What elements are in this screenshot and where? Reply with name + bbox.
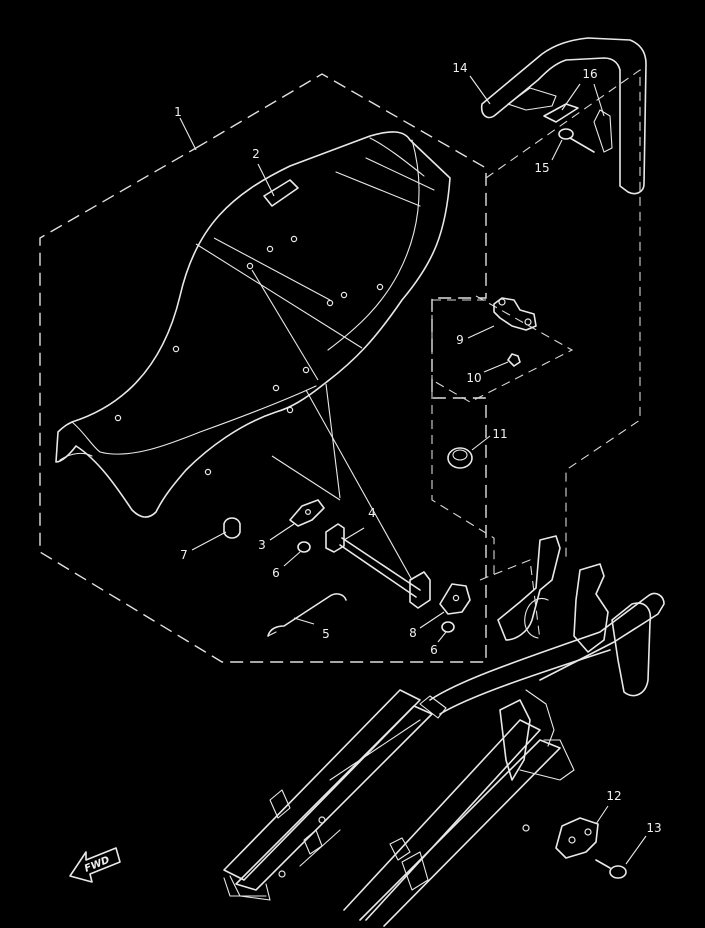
seat-lock-part (493, 297, 537, 331)
callout-labels: 1 2 3 4 5 6 6 7 8 9 10 11 12 13 14 15 16 (174, 61, 661, 835)
assembly-boundary (39, 68, 641, 663)
callout-9: 9 (456, 333, 464, 347)
callout-4: 4 (368, 506, 376, 520)
seat-damper-part (223, 517, 241, 539)
seat (55, 131, 451, 581)
stay-part (555, 817, 599, 859)
nut-part (507, 353, 521, 367)
callout-12: 12 (606, 789, 621, 803)
seat-catch-part (439, 583, 471, 615)
callout-5: 5 (322, 627, 330, 641)
grommet-part (447, 447, 473, 469)
callout-6-upper: 6 (272, 566, 280, 580)
cable-part (267, 593, 347, 637)
arrow-icon (69, 847, 121, 883)
callout-16: 16 (582, 67, 597, 81)
lock-rod-part (325, 523, 431, 609)
seat-bracket-part (289, 499, 325, 527)
seat-clip-part (263, 179, 299, 207)
callout-11: 11 (492, 427, 507, 441)
callout-3: 3 (258, 538, 266, 552)
callout-10: 10 (466, 371, 481, 385)
callout-15: 15 (534, 161, 549, 175)
frame-part (223, 535, 665, 927)
bracket-part (543, 103, 579, 123)
bolt-part (558, 128, 595, 153)
forward-direction-badge: FWD (69, 847, 121, 883)
callout-2: 2 (252, 147, 260, 161)
bolt-part-13 (595, 859, 627, 879)
callout-13: 13 (646, 821, 661, 835)
collar-part (297, 541, 455, 633)
callout-7: 7 (180, 548, 188, 562)
grab-bar-part (480, 37, 647, 195)
callout-1: 1 (174, 105, 182, 119)
leader-lines (179, 75, 647, 865)
callout-6-lower: 6 (430, 643, 438, 657)
callout-8: 8 (409, 626, 417, 640)
callout-14: 14 (452, 61, 467, 75)
